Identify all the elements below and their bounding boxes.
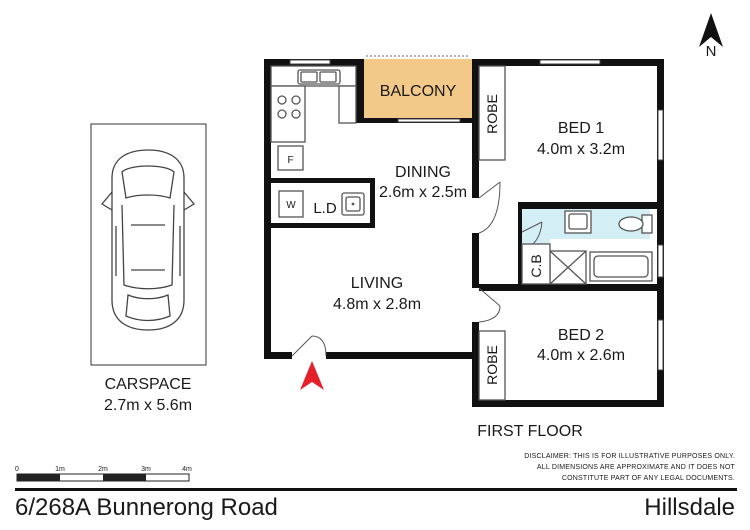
basin-icon xyxy=(564,210,592,234)
property-suburb: Hillsdale xyxy=(644,494,735,521)
scale-tick-0: 0 xyxy=(15,466,19,473)
north-arrow-icon xyxy=(699,13,723,47)
carspace xyxy=(90,123,207,366)
sink-icon xyxy=(297,69,341,85)
bed1-dims: 4.0m x 3.2m xyxy=(537,141,625,158)
living-name: LIVING xyxy=(351,275,403,292)
living-dims: 4.8m x 2.8m xyxy=(333,296,421,313)
windows xyxy=(289,55,664,371)
entry-arrow-icon xyxy=(300,361,324,390)
fridge-label: F xyxy=(287,155,293,166)
bed1-name: BED 1 xyxy=(558,120,604,137)
scale-tick-1: 1m xyxy=(55,466,65,473)
carspace-dims: 2.7m x 5.6m xyxy=(104,397,192,414)
balcony-fill xyxy=(364,59,472,118)
toilet-icon xyxy=(618,214,653,234)
balcony-label: BALCONY xyxy=(380,83,457,100)
floor-label: FIRST FLOOR xyxy=(477,423,583,440)
property-address: 6/268A Bunnerong Road xyxy=(15,494,278,521)
bathroom: C.B xyxy=(521,210,653,285)
doors xyxy=(291,181,543,357)
tub-icon xyxy=(341,192,365,216)
disclaimer-line-2: ALL DIMENSIONS ARE APPROXIMATE AND IT DO… xyxy=(536,464,735,471)
scale-tick-3: 3m xyxy=(141,466,151,473)
robe2-outline xyxy=(478,330,506,401)
dining-name: DINING xyxy=(395,164,451,181)
washer-icon xyxy=(278,190,304,218)
bed2-name: BED 2 xyxy=(558,327,604,344)
carspace-name: CARSPACE xyxy=(105,376,192,393)
robe1-outline xyxy=(478,65,506,161)
disclaimer: DISCLAIMER: THIS IS FOR ILLUSTRATIVE PUR… xyxy=(524,451,735,484)
carspace-outline xyxy=(90,123,207,366)
laundry: W L.D xyxy=(278,190,365,218)
cooktop-icon xyxy=(277,95,301,119)
north-compass: N xyxy=(699,13,723,60)
scale-bar: 0 1m 2m 3m 4m xyxy=(15,466,192,482)
disclaimer-line-3: CONSTITUTE PART OF ANY LEGAL DOCUMENTS. xyxy=(561,475,735,482)
kitchen: F xyxy=(270,65,357,171)
fridge-icon xyxy=(277,145,304,171)
cupboard-outline xyxy=(521,243,551,285)
washer-label: W xyxy=(286,200,296,211)
robe2-label: ROBE xyxy=(484,345,500,385)
shower-icon xyxy=(549,250,587,285)
disclaimer-line-1: DISCLAIMER: THIS IS FOR ILLUSTRATIVE PUR… xyxy=(524,453,735,460)
cupboard-label: C.B xyxy=(528,254,544,277)
north-label: N xyxy=(706,43,717,60)
car-icon xyxy=(101,149,195,331)
scale-tick-2: 2m xyxy=(98,466,108,473)
bed2-dims: 4.0m x 2.6m xyxy=(537,347,625,364)
footer-rule xyxy=(15,488,737,491)
bathtub-icon xyxy=(589,251,653,282)
dining-dims: 2.6m x 2.5m xyxy=(379,184,467,201)
scale-tick-4: 4m xyxy=(182,466,192,473)
robe1-label: ROBE xyxy=(484,94,500,134)
laundry-label: L.D xyxy=(313,200,337,217)
